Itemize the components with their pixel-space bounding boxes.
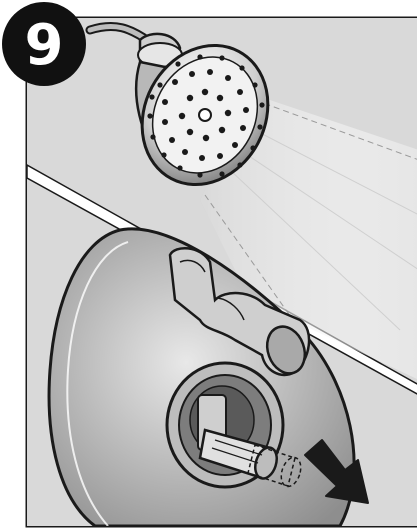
step-badge: 9 [2,2,86,86]
step-number: 9 [25,13,64,78]
